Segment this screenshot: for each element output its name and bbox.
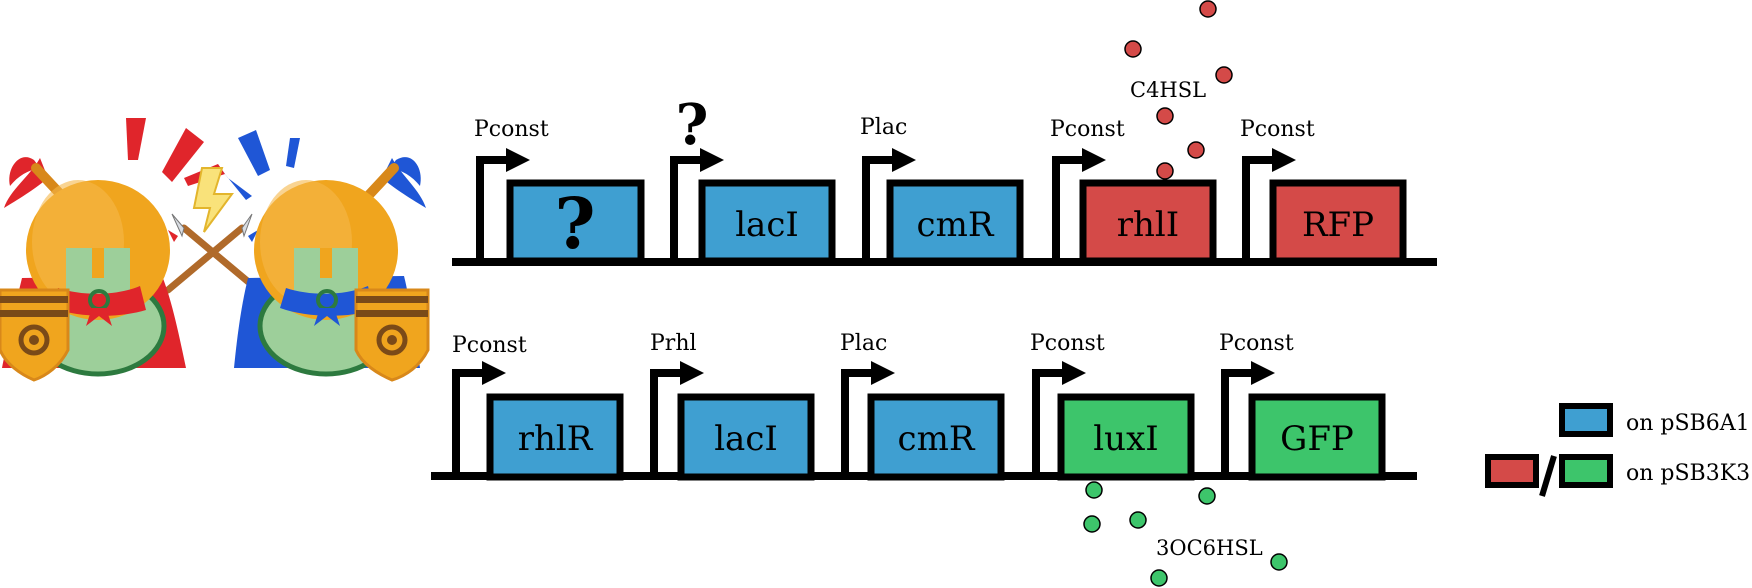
promoter-arrow (1052, 148, 1106, 262)
gene-box (698, 179, 836, 265)
legend-label: on pSB3K3 (1626, 461, 1750, 486)
promoter-label: Plac (840, 331, 887, 356)
gene-box (1248, 393, 1386, 481)
gene-box (886, 179, 1024, 265)
bottom-construct: Pconst Prhl Plac Pconst Pconst rhlR lacI… (431, 331, 1417, 587)
promoter-label: Pconst (474, 117, 549, 142)
clash-marks (126, 118, 300, 200)
promoter-arrow (862, 148, 916, 262)
promoter-arrow (1242, 148, 1296, 262)
legend-label: on pSB6A1 (1626, 411, 1750, 436)
gene-label: cmR (917, 205, 995, 245)
promoter-arrow (476, 148, 530, 262)
gene-box (1057, 393, 1195, 481)
promoter-arrow (1221, 361, 1275, 476)
3oc6hsl-label: 3OC6HSL (1156, 536, 1263, 560)
gene-label: ? (554, 182, 595, 265)
legend-swatch-blue (1559, 403, 1613, 437)
legend-slash (1539, 455, 1557, 497)
c4hsl-label: C4HSL (1130, 78, 1206, 102)
promoter-label: Pconst (1050, 117, 1125, 142)
gene-box (1079, 179, 1217, 265)
promoter-arrow (1032, 361, 1086, 476)
top-construct: Pconst ? Plac Pconst Pconst ? lacI cmR r… (452, 0, 1437, 266)
lightning-icon (192, 167, 234, 233)
legend: on pSB6A1 on pSB3K3 (1485, 403, 1750, 497)
promoter-arrow (650, 361, 704, 476)
legend-swatch-green (1559, 454, 1613, 488)
gene-label: GFP (1280, 419, 1354, 459)
gene-box (677, 393, 815, 481)
promoter-arrow (841, 361, 895, 476)
gene-box (486, 393, 624, 481)
gene-box (1269, 179, 1407, 265)
promoter-arrow (670, 148, 724, 262)
promoter-arrow (452, 361, 506, 476)
gene-box (867, 393, 1005, 481)
gene-label: luxI (1093, 419, 1158, 459)
promoter-label: Pconst (452, 333, 527, 358)
promoter-label: Pconst (1030, 331, 1105, 356)
gene-label: rhlR (518, 419, 594, 459)
gene-label: lacI (735, 205, 799, 245)
c4hsl-molecules (1124, 0, 1233, 180)
gene-label: RFP (1302, 205, 1374, 245)
crossed-spears-icon (164, 213, 262, 294)
knight-red-icon (0, 157, 186, 382)
legend-swatch-red (1485, 454, 1539, 488)
promoter-label: Pconst (1240, 117, 1315, 142)
promoter-label: Pconst (1219, 331, 1294, 356)
knights-illustration (0, 118, 430, 382)
gene-label: lacI (714, 419, 778, 459)
3oc6hsl-molecules (1083, 481, 1288, 587)
question-mark-icon: ? (676, 92, 709, 158)
gene-label: cmR (898, 419, 976, 459)
gene-box (506, 179, 645, 265)
gene-label: rhlI (1117, 205, 1179, 245)
knight-blue-icon (234, 157, 430, 382)
promoter-label: Prhl (650, 331, 697, 356)
promoter-label: Plac (860, 115, 907, 140)
